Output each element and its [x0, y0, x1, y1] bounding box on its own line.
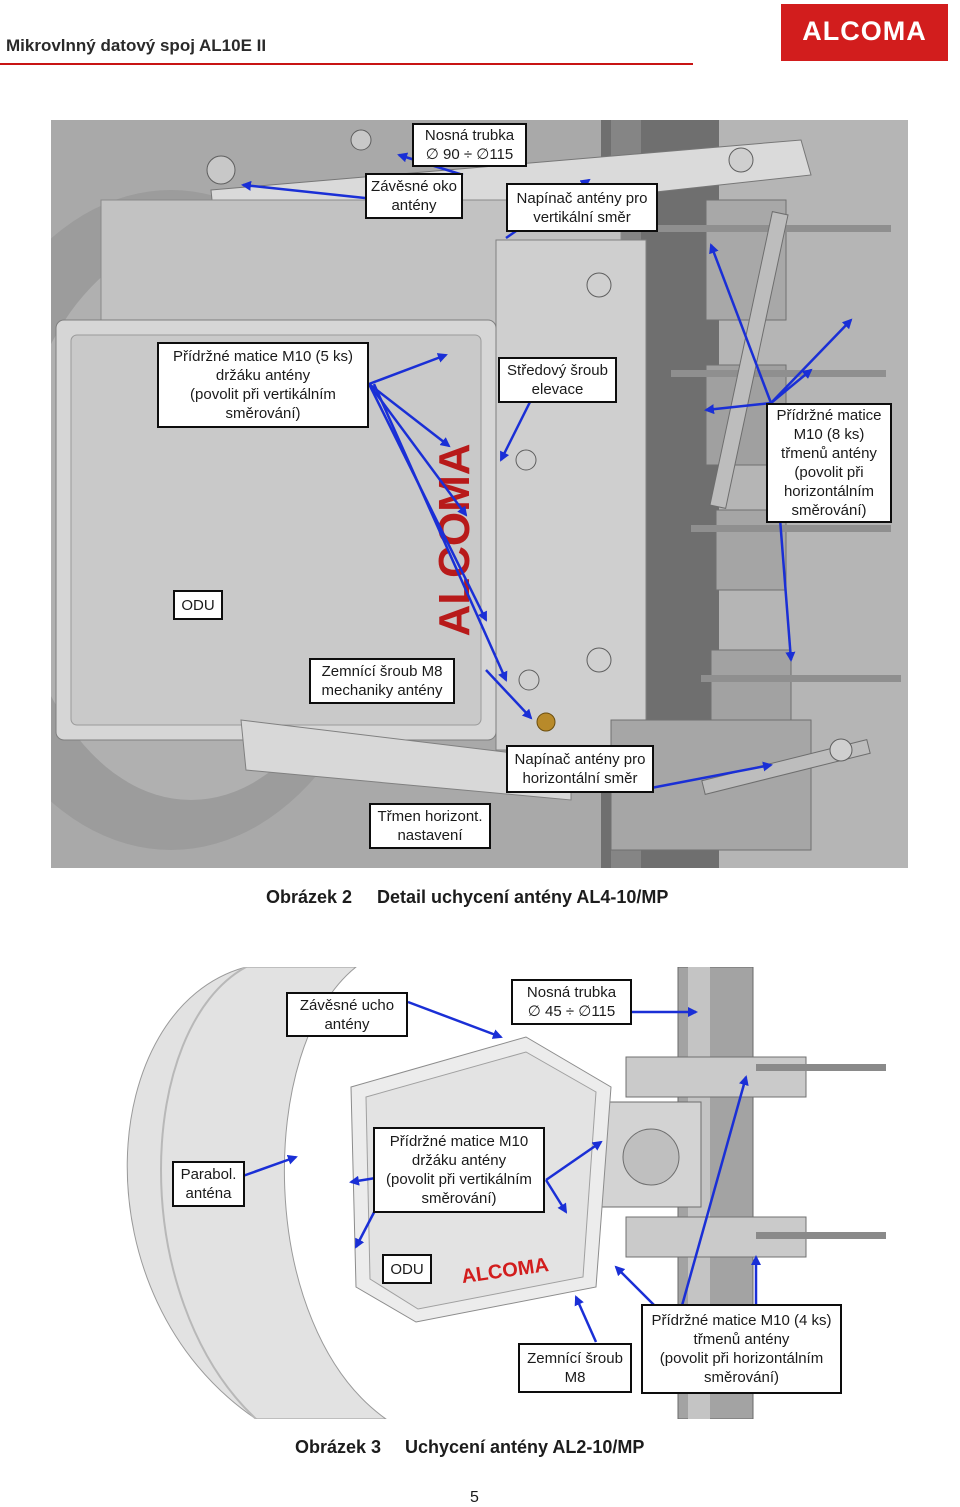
- page-number: 5: [470, 1489, 479, 1506]
- label-zemnici-sroub-m8: Zemnící šroub M8 mechaniky antény: [309, 658, 455, 704]
- label-parabol-antena: Parabol. anténa: [172, 1161, 245, 1207]
- figure-2-caption-number: Obrázek 3: [295, 1437, 382, 1457]
- label-trmen-horizont: Třmen horizont. nastavení: [369, 803, 491, 849]
- document-title: Mikrovlnný datový spoj AL10E II: [6, 36, 267, 55]
- figure-2-antenna-mount: ALCOMA Závěsné ucho antény Nosná trubka …: [56, 967, 908, 1419]
- alcoma-logo: ALCOMA: [781, 4, 948, 61]
- label-pridrzne-matice-m10-8ks: Přídržné matice M10 (8 ks) třmenů antény…: [766, 403, 892, 523]
- label-pridrzne-matice-m10: Přídržné matice M10 držáku antény (povol…: [373, 1127, 545, 1213]
- label-napinac-horizontalni: Napínač antény pro horizontální směr: [506, 745, 654, 793]
- label-pridrzne-matice-m10-4ks: Přídržné matice M10 (4 ks) třmenů antény…: [641, 1304, 842, 1394]
- label-napinac-vertikalni: Napínač antény pro vertikální směr: [506, 183, 658, 232]
- label-nosna-trubka-90-115: Nosná trubka ∅ 90 ÷ ∅115: [412, 123, 527, 167]
- figure-1-caption-text: Detail uchycení antény AL4-10/MP: [377, 887, 669, 907]
- label-stredovy-sroub-elevace: Středový šroub elevace: [498, 357, 617, 403]
- label-zavesne-ucho: Závěsné ucho antény: [286, 992, 408, 1037]
- alcoma-logo-text: ALCOMA: [802, 16, 927, 46]
- figure-1-arrows: [241, 152, 853, 790]
- label-odu: ODU: [173, 590, 223, 620]
- figure-2-caption-text: Uchycení antény AL2-10/MP: [405, 1437, 645, 1457]
- label-pridrzne-matice-m10-5ks: Přídržné matice M10 (5 ks) držáku antény…: [157, 342, 369, 428]
- label-nosna-trubka-45-115: Nosná trubka ∅ 45 ÷ ∅115: [511, 979, 632, 1025]
- header-rule: [0, 63, 693, 65]
- label-odu: ODU: [382, 1254, 432, 1284]
- odu-alcoma-watermark: ALCOMA: [430, 443, 479, 636]
- label-zemnici-sroub-m8: Zemnící šroub M8: [518, 1343, 632, 1393]
- figure-1-caption-number: Obrázek 2: [266, 887, 353, 907]
- label-zavesne-oko: Závěsné oko antény: [365, 173, 463, 219]
- figure-1-illustration: ALCOMA: [51, 120, 908, 868]
- figure-1-antenna-detail: ALCOMA Nosná trubka ∅ 90 ÷ ∅115 Závěsné …: [51, 120, 908, 868]
